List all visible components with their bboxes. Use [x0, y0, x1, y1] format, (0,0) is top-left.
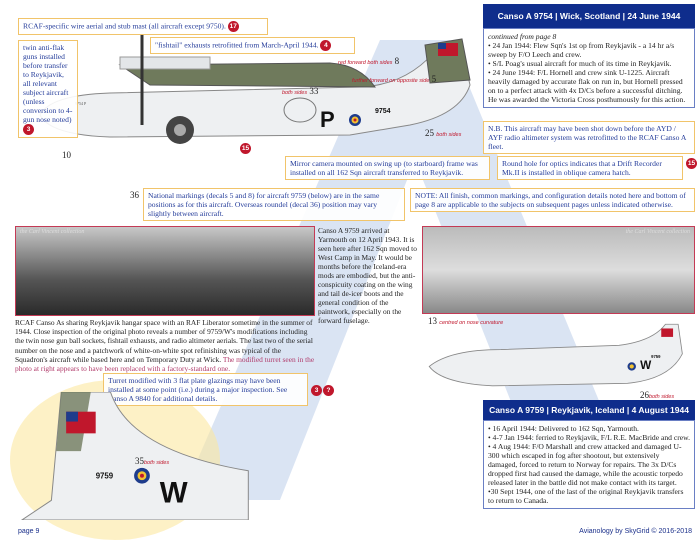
tail-closeup: 9759 W — [20, 392, 249, 520]
decal-35-label: 35both sides — [135, 456, 170, 466]
badge-15: 15 — [686, 158, 697, 169]
decal-5-label: further forward on opposite side 5 — [352, 74, 437, 84]
callout-mirror-camera: Mirror camera mounted on swing up (to st… — [285, 156, 490, 180]
history-item: •30 Sept 1944, one of the last of the or… — [488, 487, 684, 505]
callout-fishtail: "fishtail" exhausts retrofitted from Mar… — [150, 37, 355, 54]
decal-25-label: 25 both sides — [425, 128, 462, 138]
history-item: • 4-7 Jan 1944: ferried to Reykjavik, F/… — [488, 433, 691, 442]
top-subject-history: continued from page 8 • 24 Jan 1944: Fle… — [483, 28, 695, 108]
badge-3: 3 — [311, 385, 322, 396]
bottom-aircraft-profile: W 9759 — [428, 323, 683, 387]
svg-text:9759: 9759 — [96, 472, 114, 481]
history-item: • 4 Aug 1944: F/O Marshall and crew atta… — [488, 442, 683, 487]
callout-round-hole: Round hole for optics indicates that a D… — [497, 156, 683, 180]
svg-text:W: W — [160, 476, 188, 509]
copyright: Avianology by SkyGrid © 2016-2018 — [579, 528, 692, 535]
badge-3: 3 — [23, 124, 34, 135]
history-item: • 24 Jan 1944: Flew Sqn's 1st op from Re… — [488, 41, 675, 59]
svg-text:9754 P: 9754 P — [75, 101, 87, 106]
callout-note: NOTE: All finish, common markings, and c… — [410, 188, 695, 212]
page-number: page 9 — [18, 528, 40, 535]
bottom-subject-history: • 16 April 1944: Delivered to 162 Sqn, Y… — [483, 420, 695, 509]
history-item: • 24 June 1944: F/L Hornell and crew sin… — [488, 68, 686, 104]
decal-10-label: 10 — [62, 150, 71, 160]
svg-text:9754: 9754 — [375, 108, 391, 115]
photo-hangar-caption: RCAF Canso As sharing Reykjavik hangar s… — [15, 318, 315, 374]
badge-15: 15 — [240, 143, 251, 154]
callout-turret: Turret modified with 3 flat plate glazin… — [103, 373, 308, 406]
history-item: • S/L Poag's usual aircraft for much of … — [488, 59, 672, 68]
badge-17: 17 — [227, 21, 239, 32]
decal-13-label: 13 centred on nose curvature — [428, 316, 504, 326]
callout-anti-flak: twin anti-flak guns installed before tra… — [18, 40, 78, 138]
decal-8-label: red forward both sides 8 — [338, 56, 400, 66]
photo-yarmouth: the Carl Vincent collection — [422, 226, 695, 314]
decal-33-label: both sides 33 — [282, 86, 319, 96]
callout-wire-aerial: RCAF-specific wire aerial and stub mast … — [18, 18, 268, 35]
decal-26-label: 26both sides — [640, 390, 675, 400]
decal-36-label: 36 — [130, 190, 139, 200]
top-subject-header: Canso A 9754 | Wick, Scotland | 24 June … — [483, 4, 695, 28]
nb-note: N.B. This aircraft may have been shot do… — [483, 121, 695, 154]
callout-national-markings: National markings (decals 5 and 8) for a… — [143, 188, 405, 221]
svg-text:9759: 9759 — [651, 354, 661, 359]
bottom-subject-header: Canso A 9759 | Reykjavik, Iceland | 4 Au… — [483, 400, 695, 420]
photo-yarmouth-caption: Canso A 9759 arrived at Yarmouth on 12 A… — [318, 226, 417, 325]
badge-4: 4 — [320, 40, 332, 51]
badge-question: ? — [323, 385, 334, 396]
photo-hangar: the Carl Vincent collection — [15, 226, 315, 316]
svg-text:W: W — [640, 358, 652, 372]
top-aircraft-profile: P 9754 9754 P — [39, 35, 471, 144]
history-intro: continued from page 8 — [488, 32, 557, 41]
svg-text:P: P — [320, 107, 335, 132]
history-item: • 16 April 1944: Delivered to 162 Sqn, Y… — [488, 424, 639, 433]
